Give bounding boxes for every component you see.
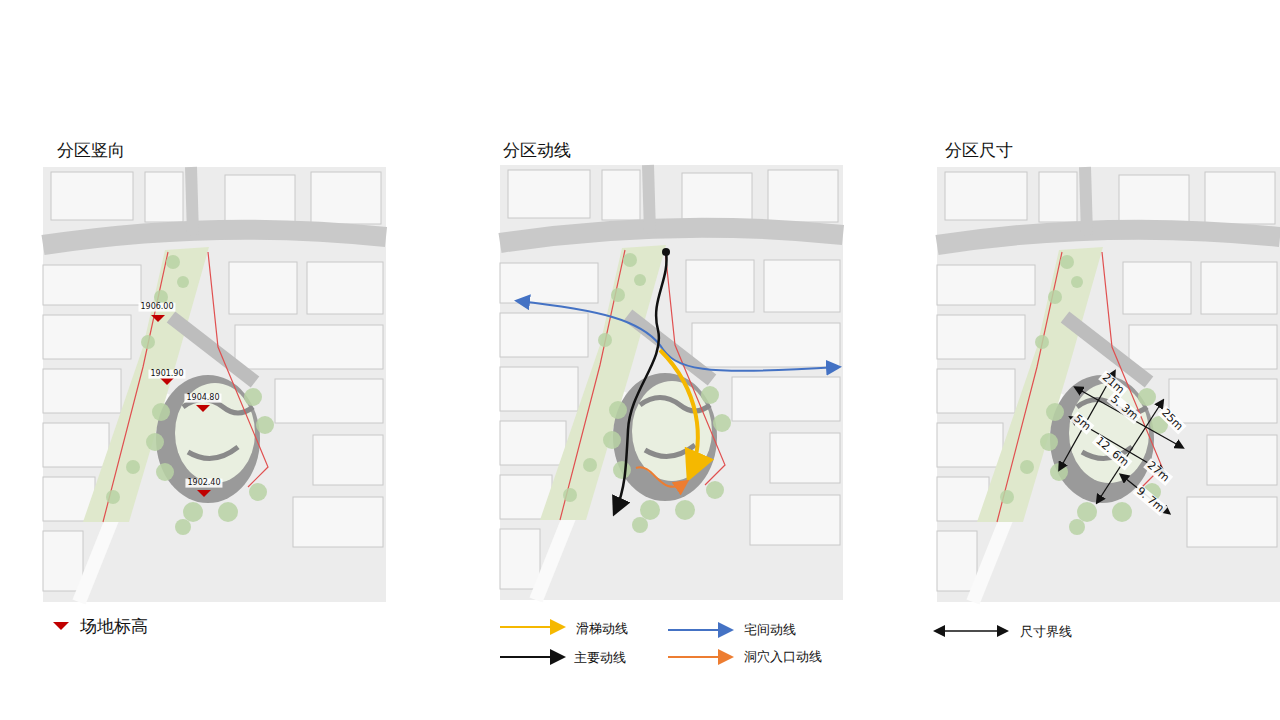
legend-label: 主要动线: [574, 650, 626, 666]
legend-label: 尺寸界线: [1020, 624, 1072, 640]
legend-label: 滑梯动线: [576, 621, 628, 637]
elevation-value: 1904.80: [184, 394, 221, 403]
elevation-value: 1901.90: [148, 370, 185, 379]
legend-label: 场地标高: [80, 616, 148, 636]
elevation-value: 1906.00: [138, 303, 175, 312]
panel-title: 分区尺寸: [945, 141, 1013, 160]
elevation-value: 1902.40: [185, 479, 222, 488]
panel-title: 分区竖向: [57, 141, 125, 160]
legend-label: 宅间动线: [744, 622, 796, 638]
legend-label: 洞穴入口动线: [744, 649, 822, 665]
panel-title: 分区动线: [503, 141, 571, 160]
